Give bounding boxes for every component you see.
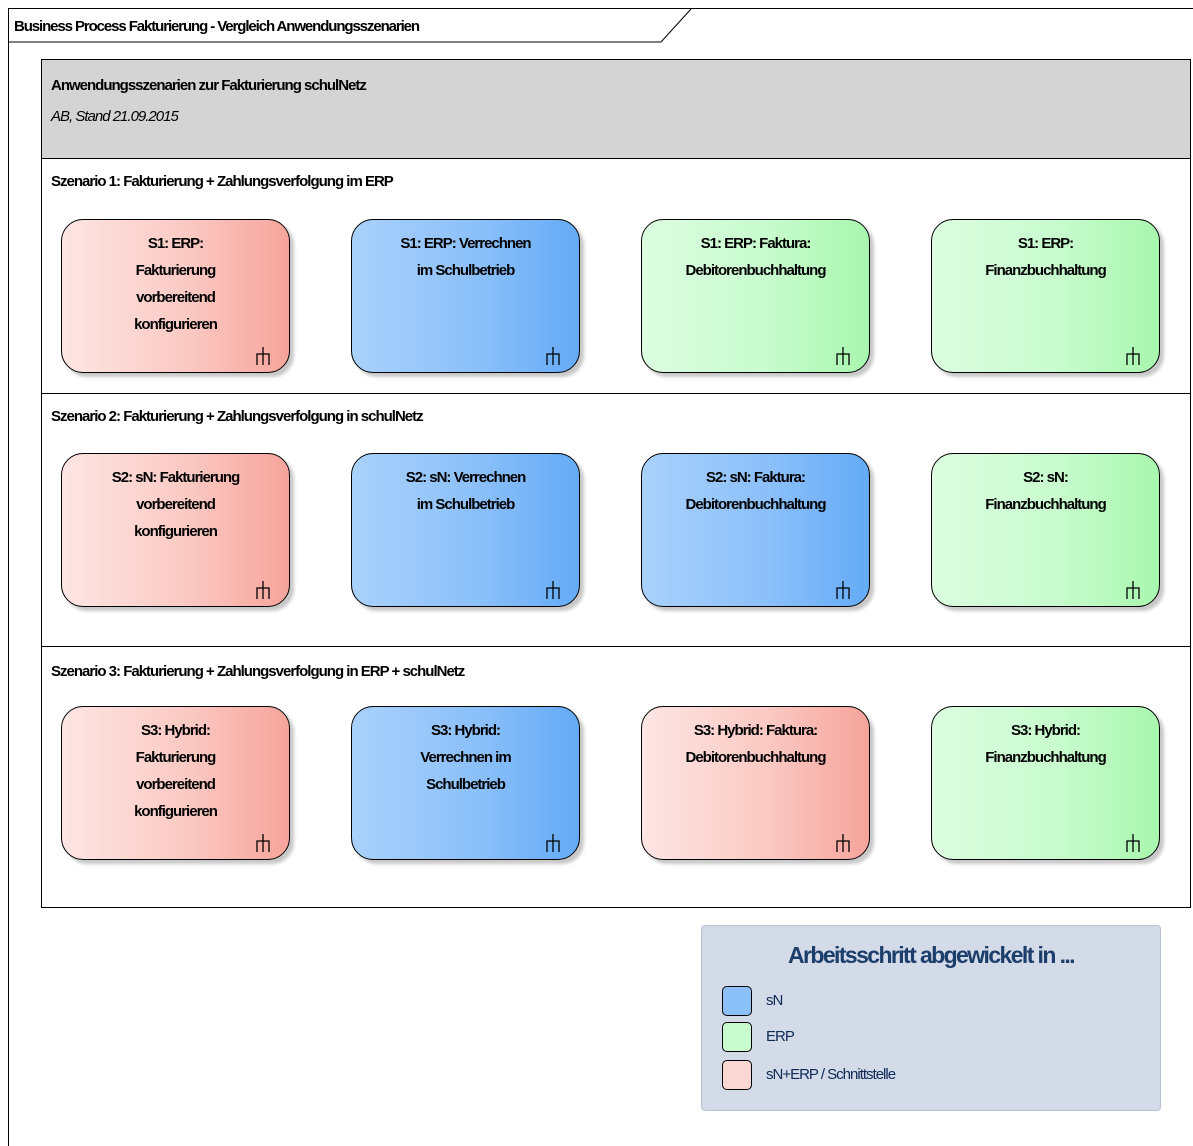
- scenario-divider: [42, 393, 1190, 394]
- step-label: S3: Hybrid: Finanzbuchhaltung: [985, 722, 1106, 766]
- step-label: S1: ERP: Fakturierung vorbereitend konfi…: [134, 235, 218, 333]
- scenario-3-step-2[interactable]: S3: Hybrid: Verrechnen im Schulbetrieb: [351, 706, 580, 860]
- process-step-icon: [256, 347, 270, 365]
- scenario-1-title: Szenario 1: Fakturierung + Zahlungsverfo…: [51, 173, 394, 190]
- legend-label-sn: sN: [766, 992, 783, 1009]
- legend-label-erp: ERP: [766, 1028, 795, 1045]
- scenario-3-title: Szenario 3: Fakturierung + Zahlungsverfo…: [51, 663, 465, 680]
- header-title: Anwendungsszenarien zur Fakturierung sch…: [51, 77, 367, 94]
- step-label: S3: Hybrid: Faktura: Debitorenbuchhaltun…: [685, 722, 827, 766]
- process-step-icon: [256, 581, 270, 599]
- legend-title: Arbeitsschritt abgewickelt in ...: [788, 942, 1076, 968]
- process-step-icon: [546, 834, 560, 852]
- scenario-3-step-1[interactable]: S3: Hybrid: Fakturierung vorbereitend ko…: [61, 706, 290, 860]
- scenario-1-step-3[interactable]: S1: ERP: Faktura: Debitorenbuchhaltung: [641, 219, 870, 373]
- legend-swatch-sn: [722, 986, 752, 1016]
- scenario-3-step-3[interactable]: S3: Hybrid: Faktura: Debitorenbuchhaltun…: [641, 706, 870, 860]
- legend-swatch-interface: [722, 1060, 752, 1090]
- frame-title-tab: [8, 8, 692, 43]
- step-label: S2: sN: Faktura: Debitorenbuchhaltung: [685, 469, 827, 513]
- process-step-icon: [836, 581, 850, 599]
- process-step-icon: [546, 347, 560, 365]
- scenario-2-step-3[interactable]: S2: sN: Faktura: Debitorenbuchhaltung: [641, 453, 870, 607]
- scenario-2-step-1[interactable]: S2: sN: Fakturierung vorbereitend konfig…: [61, 453, 290, 607]
- scenario-3-step-4[interactable]: S3: Hybrid: Finanzbuchhaltung: [931, 706, 1160, 860]
- process-step-icon: [256, 834, 270, 852]
- legend-swatch-erp: [722, 1022, 752, 1052]
- legend: Arbeitsschritt abgewickelt in ... sN ERP…: [701, 925, 1161, 1111]
- scenario-1-step-2[interactable]: S1: ERP: Verrechnen im Schulbetrieb: [351, 219, 580, 373]
- scenario-divider: [42, 646, 1190, 647]
- step-label: S2: sN: Finanzbuchhaltung: [985, 469, 1106, 513]
- process-step-icon: [1126, 347, 1140, 365]
- step-label: S1: ERP: Finanzbuchhaltung: [985, 235, 1106, 279]
- process-step-icon: [836, 347, 850, 365]
- scenario-1-step-4[interactable]: S1: ERP: Finanzbuchhaltung: [931, 219, 1160, 373]
- process-step-icon: [1126, 834, 1140, 852]
- process-step-icon: [836, 834, 850, 852]
- scenario-2-step-2[interactable]: S2: sN: Verrechnen im Schulbetrieb: [351, 453, 580, 607]
- scenario-2-step-4[interactable]: S2: sN: Finanzbuchhaltung: [931, 453, 1160, 607]
- step-label: S2: sN: Verrechnen im Schulbetrieb: [405, 469, 527, 513]
- frame-title: Business Process Fakturierung - Vergleic…: [14, 18, 420, 35]
- process-step-icon: [546, 581, 560, 599]
- header-subtitle: AB, Stand 21.09.2015: [51, 108, 179, 125]
- diagram-frame: [8, 8, 1193, 1146]
- step-label: S3: Hybrid: Verrechnen im Schulbetrieb: [420, 722, 511, 793]
- process-step-icon: [1126, 581, 1140, 599]
- step-label: S3: Hybrid: Fakturierung vorbereitend ko…: [134, 722, 218, 820]
- step-label: S1: ERP: Faktura: Debitorenbuchhaltung: [685, 235, 827, 279]
- legend-label-interface: sN+ERP / Schnittstelle: [766, 1066, 896, 1083]
- step-label: S2: sN: Fakturierung vorbereitend konfig…: [111, 469, 241, 540]
- scenario-1-step-1[interactable]: S1: ERP: Fakturierung vorbereitend konfi…: [61, 219, 290, 373]
- header-band: Anwendungsszenarien zur Fakturierung sch…: [42, 60, 1190, 159]
- step-label: S1: ERP: Verrechnen im Schulbetrieb: [400, 235, 531, 279]
- scenario-2-title: Szenario 2: Fakturierung + Zahlungsverfo…: [51, 408, 424, 425]
- scenario-container: Anwendungsszenarien zur Fakturierung sch…: [41, 59, 1191, 908]
